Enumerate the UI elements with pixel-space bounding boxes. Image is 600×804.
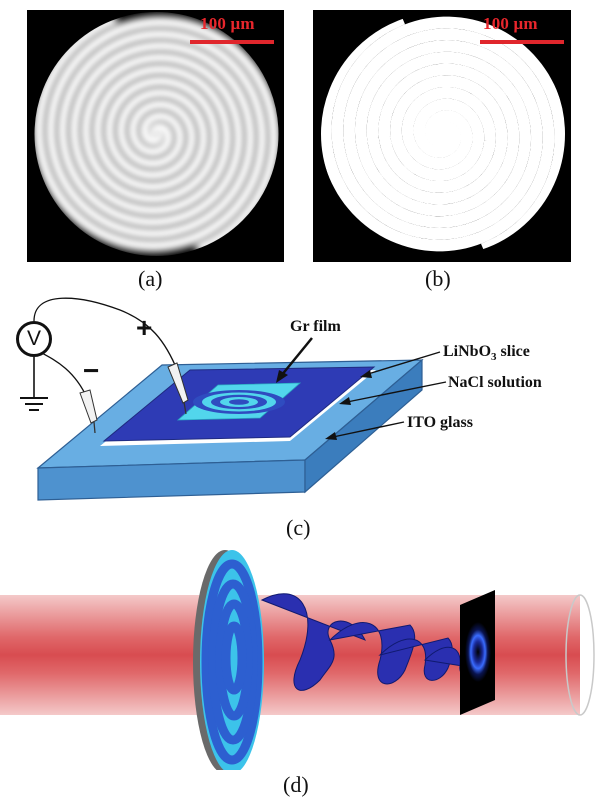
arrow-nacl	[346, 381, 447, 403]
caption-d: (d)	[283, 772, 309, 797]
spiral-arm	[44, 16, 281, 256]
scale-bar	[190, 40, 274, 44]
spiral-grayscale-image: 100 μm	[27, 10, 284, 262]
arrow-linbo3	[367, 351, 441, 375]
positive-probe-icon	[167, 362, 189, 415]
ito-glass-label: ITO glass	[407, 414, 473, 431]
spiral-grayscale-svg	[27, 10, 284, 262]
spiral-arm	[331, 16, 567, 255]
spiral-binary-svg	[313, 10, 571, 262]
linbo3-slice-label: LiNbO3 slice	[443, 343, 530, 364]
arrow-ito	[332, 421, 405, 438]
gr-film-label: Gr film	[290, 318, 341, 335]
wire-positive	[33, 297, 179, 373]
donut-beam-spot	[465, 622, 491, 682]
poling-setup-diagram	[20, 297, 447, 501]
caption-a: (a)	[138, 266, 163, 291]
positive-sign: +	[136, 312, 153, 343]
scale-bar	[480, 40, 564, 44]
negative-sign: −	[83, 355, 100, 386]
caption-b: (b)	[425, 266, 451, 291]
scale-bar-label: 100 μm	[200, 14, 255, 33]
negative-probe-icon	[79, 389, 98, 434]
scale-bar-label: 100 μm	[483, 14, 538, 33]
spiral-disc-pattern	[201, 559, 263, 765]
voltmeter-icon: V	[16, 321, 52, 357]
nacl-solution-label: NaCl solution	[448, 374, 542, 391]
spiral-binary-image: 100 μm	[313, 10, 571, 262]
vortex-beam-diagram	[0, 550, 595, 770]
spiral-arm	[32, 12, 269, 252]
spiral-arm	[319, 13, 555, 252]
beam-end-cap	[565, 594, 595, 716]
voltmeter-symbol: V	[26, 327, 41, 350]
arrow-gr-film	[280, 337, 313, 377]
caption-c: (c)	[286, 515, 311, 540]
